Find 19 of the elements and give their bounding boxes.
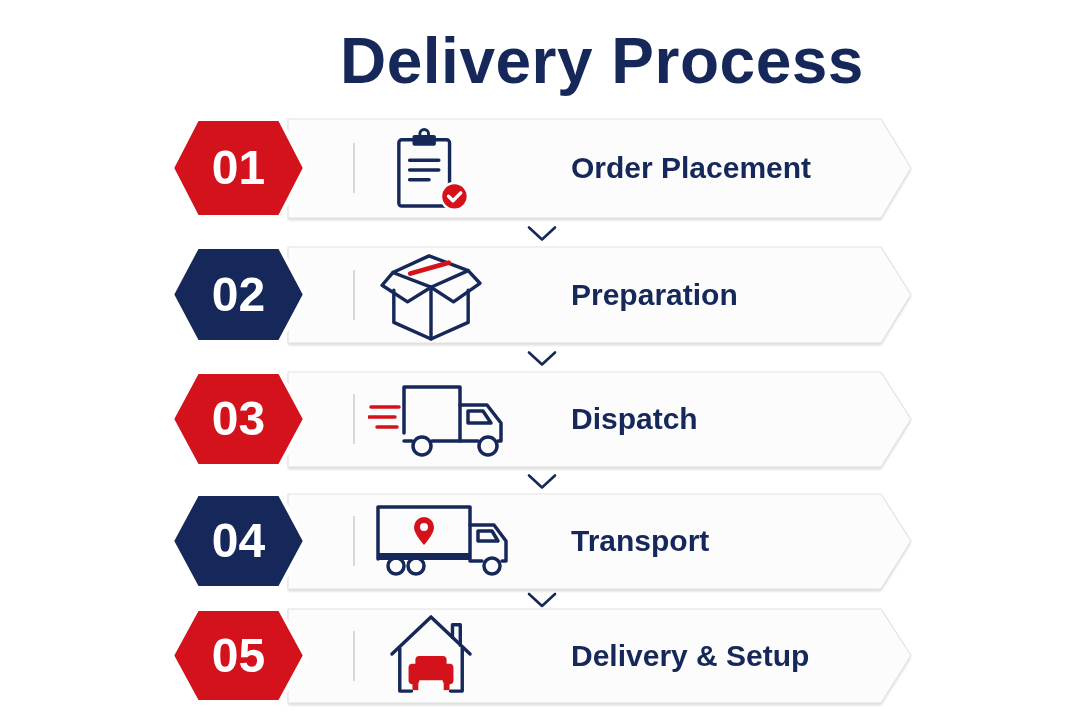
step-label: Transport (571, 524, 710, 558)
arrow-step-box (287, 493, 913, 593)
step-number: 04 (211, 517, 266, 565)
step-label: Delivery & Setup (571, 639, 810, 673)
chevron-arrow (527, 226, 557, 241)
chevron-arrow (527, 592, 557, 608)
arrow-step-box (287, 608, 913, 707)
step-label: Order Placement (571, 151, 812, 185)
arrow-step-box (287, 246, 913, 347)
step-label: Preparation (571, 278, 738, 312)
step-number: 03 (211, 395, 266, 443)
chevron-arrow (527, 351, 557, 366)
step-number: 02 (211, 270, 266, 319)
step-label: Dispatch (571, 402, 698, 436)
step-number: 01 (211, 144, 266, 192)
arrow-step-box (287, 371, 913, 471)
arrow-step-box (287, 118, 913, 222)
chevron-arrow (527, 474, 557, 489)
step-number: 05 (211, 631, 266, 680)
